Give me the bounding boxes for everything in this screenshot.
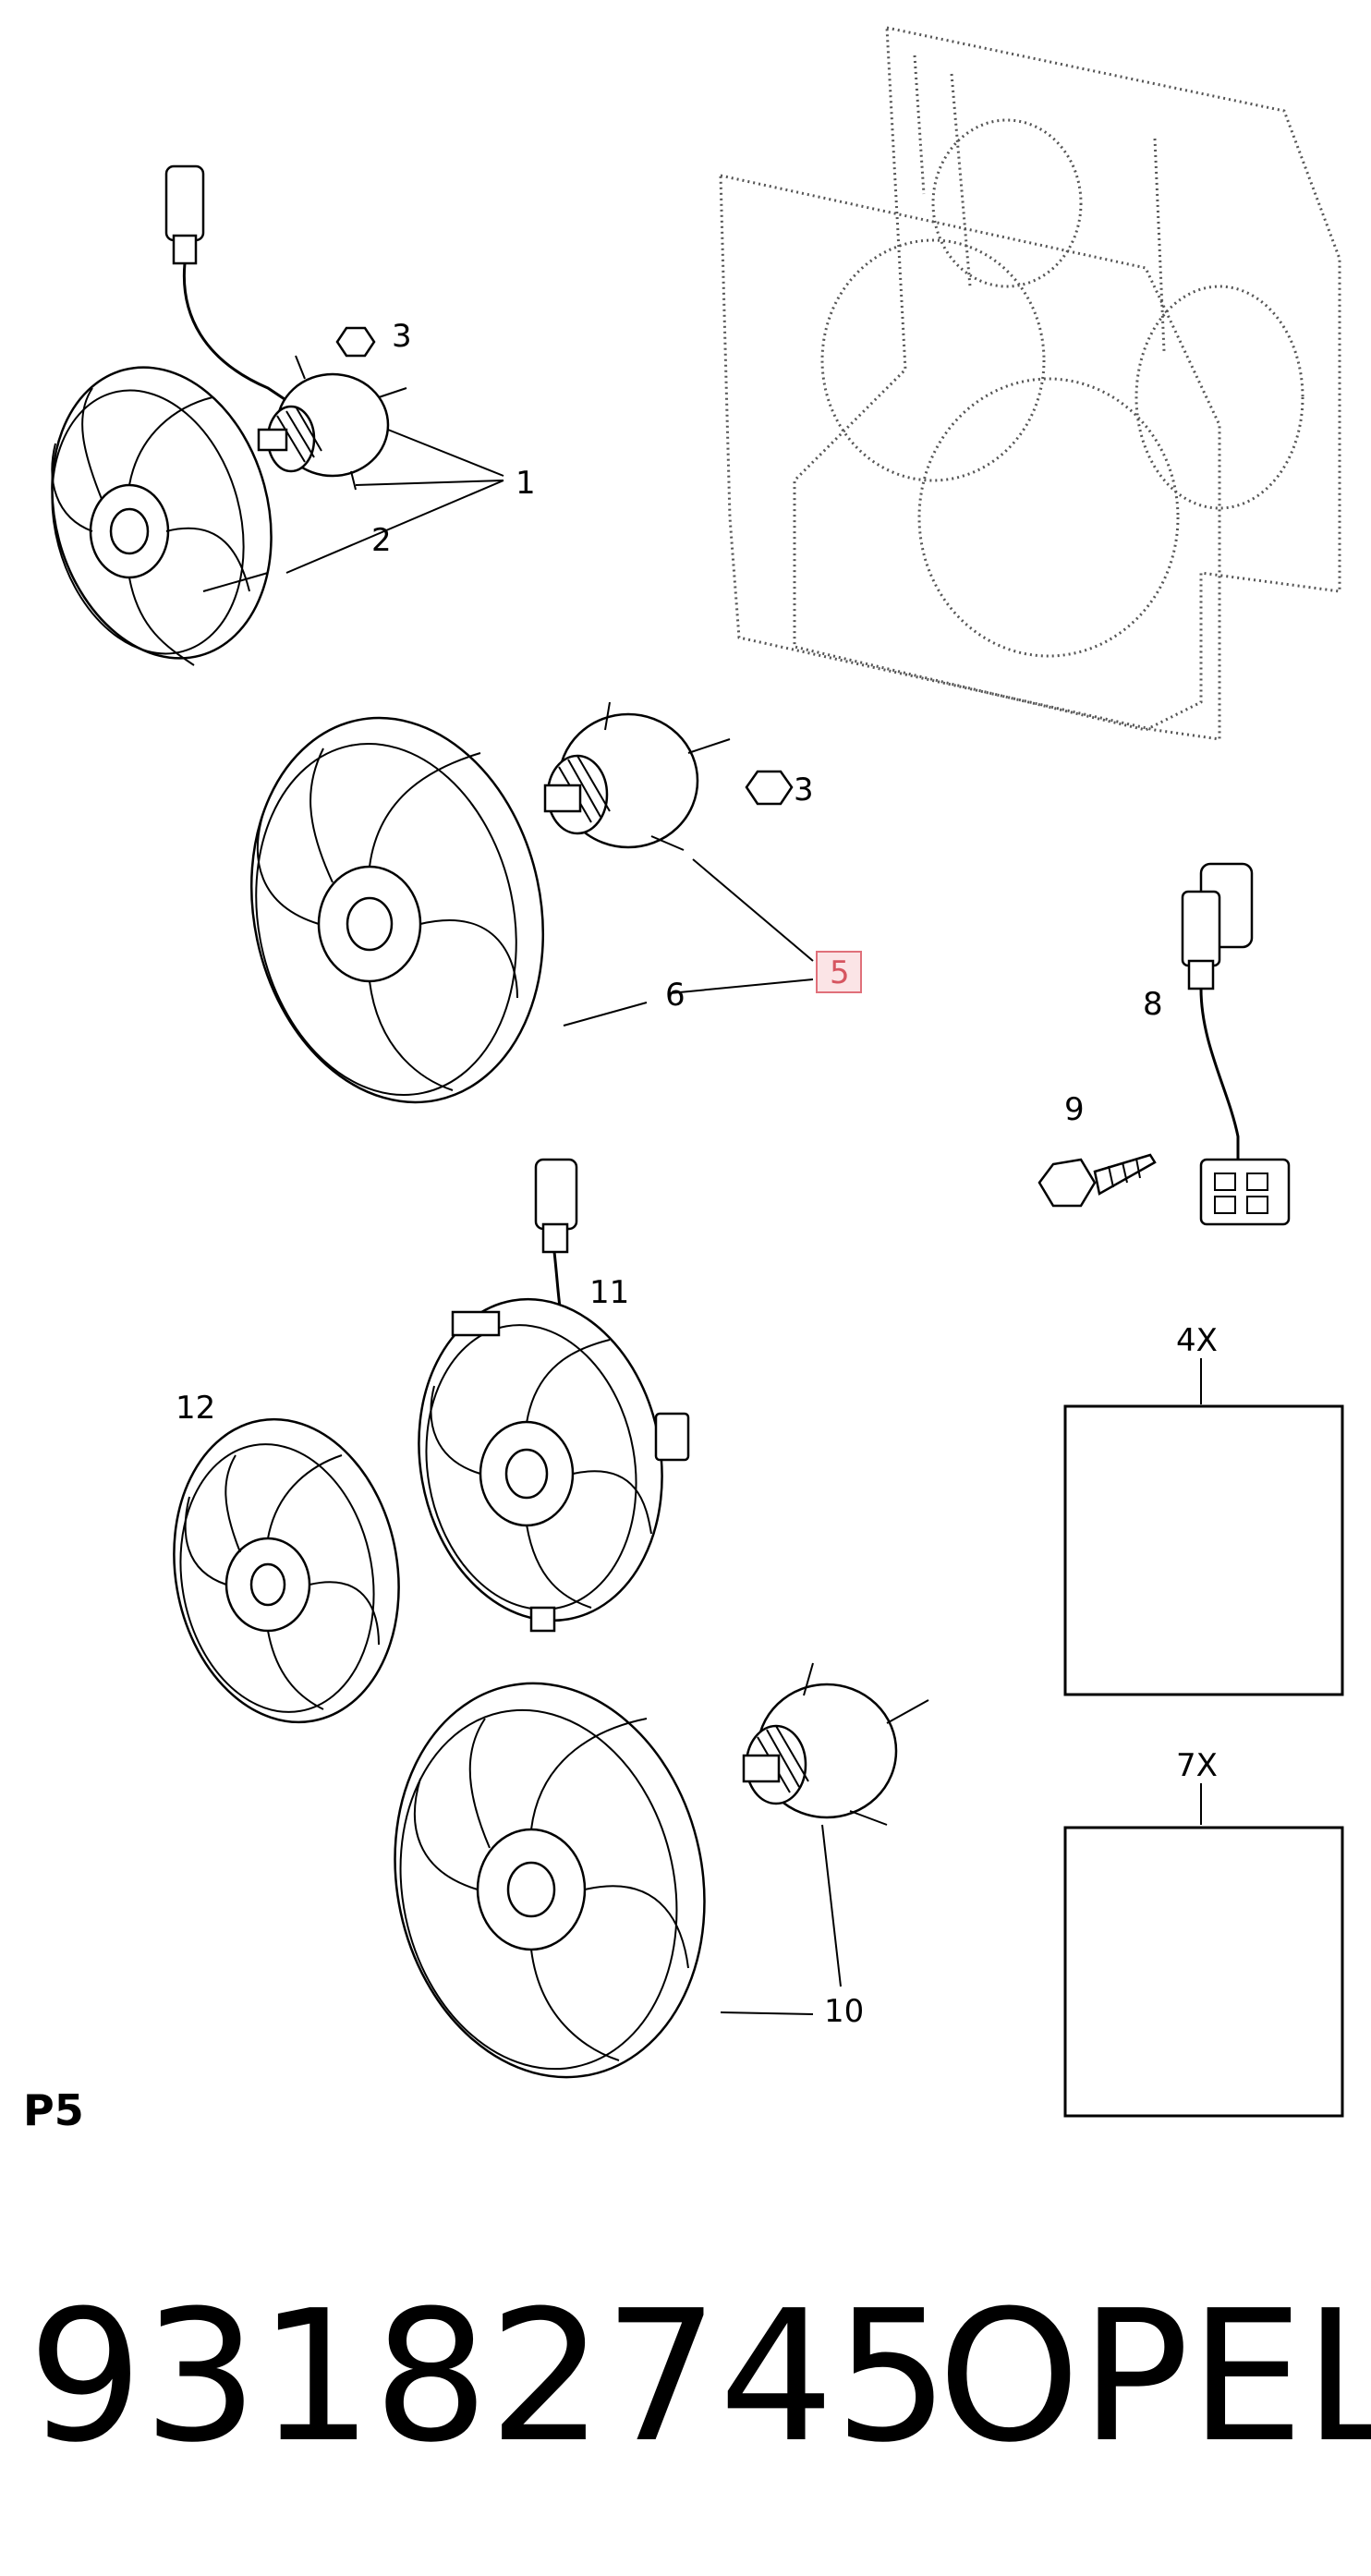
fan-blade-2 <box>51 366 273 666</box>
callout-9: 9 <box>1064 1091 1085 1128</box>
callout-11: 11 <box>589 1274 629 1311</box>
fan-shroud-assembly <box>719 26 1341 741</box>
fan-blade-6 <box>249 716 545 1104</box>
box-4x-label: 4X <box>1176 1322 1218 1359</box>
fan-assembly-11 <box>418 1158 690 1633</box>
fan-motor-5 <box>543 701 794 851</box>
fan-blade-12 <box>173 1417 400 1724</box>
box-7x-label: 7X <box>1176 1747 1218 1784</box>
brand-name: OPEL <box>938 2272 1371 2483</box>
callout-12: 12 <box>176 1390 215 1427</box>
callout-8: 8 <box>1143 986 1163 1023</box>
callout-5-highlight <box>816 951 862 993</box>
callout-2: 2 <box>371 522 392 559</box>
callout-10: 10 <box>824 1993 864 2030</box>
screw-9 <box>1037 1153 1157 1208</box>
section-label: P5 <box>23 2085 84 2135</box>
fan-motor-10 <box>742 1662 929 1826</box>
box-7x <box>1063 1826 1344 2118</box>
fan-blade-10 <box>394 1682 706 2079</box>
box-4x <box>1063 1404 1344 1696</box>
leader-lines <box>202 429 1202 2015</box>
callout-3b: 3 <box>794 772 814 808</box>
wiring-harness-8 <box>1181 862 1291 1226</box>
callout-1: 1 <box>516 465 536 502</box>
part-number: 93182745 <box>28 2272 950 2483</box>
callout-3a: 3 <box>392 318 412 355</box>
fan-motor-1 <box>164 164 407 491</box>
callout-6: 6 <box>665 977 686 1014</box>
callout-5: 5 <box>830 954 850 991</box>
